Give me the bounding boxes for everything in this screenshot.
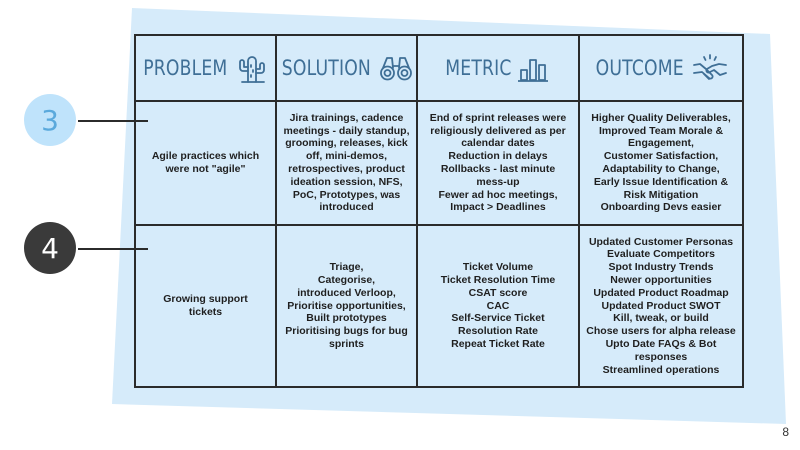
cell-line: Prioritising bugs for bug <box>285 325 408 338</box>
cell-line: Engagement, <box>628 137 694 150</box>
cell-line: Rollbacks - last minute <box>440 163 556 175</box>
cell-line: Self-Service Ticket <box>451 312 545 325</box>
header-metric: METRIC <box>416 34 580 102</box>
cell-line: retrospectives, product <box>288 163 405 175</box>
cell-line: sprints <box>328 337 364 350</box>
row2-solution-cell: Triage,Categorise,introduced Verloop,Pri… <box>275 224 418 388</box>
cell-line: Impact > Deadlines <box>450 201 546 214</box>
cell-line: Built prototypes <box>306 312 387 325</box>
cell-line: Customer Satisfaction, <box>603 150 719 163</box>
cell-line: Ticket Resolution Time <box>440 274 556 286</box>
connector-line-4 <box>78 248 148 250</box>
header-solution-label: SOLUTION <box>281 55 372 80</box>
cell-line: mess-up <box>476 175 520 188</box>
cell-line: Fewer ad hoc meetings, <box>438 188 558 201</box>
framework-table: PROBLEM SOLUTION <box>134 34 744 388</box>
row1-outcome: Higher Quality Deliverables,Improved Tea… <box>584 112 738 214</box>
cell-line: CSAT score <box>468 286 528 299</box>
cell-line: responses <box>634 350 688 363</box>
cell-line: grooming, releases, kick <box>285 137 408 150</box>
connector-line-3 <box>78 120 148 122</box>
header-outcome: OUTCOME <box>578 34 744 102</box>
header-solution: SOLUTION <box>275 34 418 102</box>
cell-line: Growing support <box>163 293 248 306</box>
cell-line: meetings - daily standup, <box>283 124 410 137</box>
cactus-icon <box>235 53 269 83</box>
cell-line: Triage, <box>329 261 364 274</box>
cell-line: Resolution Rate <box>458 325 538 338</box>
handshake-icon <box>692 53 728 83</box>
cell-line: tickets <box>188 306 223 318</box>
cell-line: Spot Industry Trends <box>608 261 714 274</box>
cell-line: Agile practices which <box>151 150 260 163</box>
row1-outcome-cell: Higher Quality Deliverables,Improved Tea… <box>578 100 744 226</box>
cell-line: Risk Mitigation <box>623 188 699 201</box>
cell-line: ideation session, NFS, <box>290 175 403 188</box>
cell-line: Newer opportunities <box>610 274 712 286</box>
row2-solution: Triage,Categorise,introduced Verloop,Pri… <box>281 261 412 351</box>
cell-line: introduced Verloop, <box>297 286 396 299</box>
step-badge-3: 3 <box>24 94 76 146</box>
cell-line: Chose users for alpha release <box>586 325 736 338</box>
cell-line: Updated Product Roadmap <box>593 286 729 299</box>
bar-chart-icon <box>516 54 550 82</box>
cell-line: introduced <box>319 201 374 214</box>
header-problem: PROBLEM <box>134 34 277 102</box>
cell-line: Upto Date FAQs & Bot <box>605 337 717 350</box>
cell-line: Repeat Ticket Rate <box>451 337 545 350</box>
cell-line: Streamlined operations <box>602 363 720 376</box>
cell-line: Onboarding Devs easier <box>600 201 722 214</box>
header-outcome-label: OUTCOME <box>595 55 685 80</box>
cell-line: Reduction in delays <box>448 150 548 163</box>
cell-line: religiously delivered as per <box>430 124 566 137</box>
cell-line: PoC, Prototypes, was <box>292 188 401 201</box>
cell-line: off, mini-demos, <box>305 150 388 163</box>
page-number: 8 <box>782 425 789 439</box>
cell-line: calendar dates <box>461 137 535 150</box>
cell-line: Ticket Volume <box>462 261 534 274</box>
cell-line: were not "agile" <box>165 163 246 175</box>
step-badge-4: 4 <box>24 222 76 274</box>
cell-line: Evaluate Competitors <box>607 248 715 261</box>
header-row: PROBLEM SOLUTION <box>134 34 744 102</box>
header-metric-label: METRIC <box>444 55 512 80</box>
cell-line: Early Issue Identification & <box>593 175 729 188</box>
binoculars-icon <box>379 54 413 82</box>
cell-line: Kill, tweak, or build <box>613 312 709 325</box>
cell-line: Prioritise opportunities, <box>287 299 406 312</box>
cell-line: Adaptability to Change, <box>602 163 720 175</box>
cell-line: End of sprint releases were <box>429 111 567 124</box>
cell-line: Jira trainings, cadence <box>289 111 404 124</box>
cell-line: Improved Team Morale & <box>598 124 724 137</box>
cell-line: Updated Customer Personas <box>588 235 734 248</box>
cell-line: Categorise, <box>317 274 376 286</box>
cell-line: Updated Product SWOT <box>601 299 721 312</box>
cell-line: CAC <box>486 299 510 312</box>
cell-line: Higher Quality Deliverables, <box>591 111 731 124</box>
header-problem-label: PROBLEM <box>143 55 228 80</box>
